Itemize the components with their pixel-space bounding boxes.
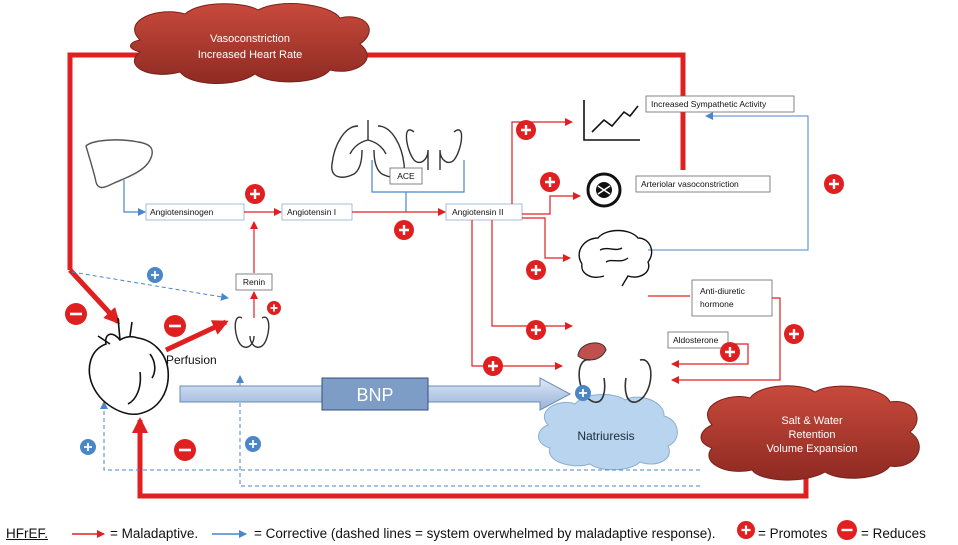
reduces-icon [65, 303, 87, 325]
rising-graph-icon [583, 100, 640, 141]
renin-box [235, 273, 273, 291]
salt-cloud-line-3: Volume Expansion [766, 443, 857, 455]
legend-reduces: = Reduces [861, 526, 926, 541]
promotes-icon [720, 342, 740, 362]
corrective-plus-icon [80, 439, 96, 455]
cloud-label-line-1: Vasoconstriction [210, 33, 290, 45]
arrow-brain-to-sympathetic [648, 112, 809, 251]
bnp-arrow: BNP [179, 377, 572, 411]
kidneys-icon [405, 129, 463, 170]
angiotensin-2-label: Angiotensin II [452, 207, 504, 217]
promotes-icon [394, 220, 414, 240]
salt-cloud-line-1: Salt & Water [781, 415, 843, 427]
dashed-bottom-loop [100, 401, 700, 471]
arrow-ang2-to-brain [522, 217, 571, 262]
arrow-ang2-to-sympathetic [511, 118, 573, 204]
adh-label-line-1: Anti-diuretic [700, 286, 746, 296]
legend-hfref: HFrEF. [6, 526, 48, 541]
bnp-box [321, 377, 429, 411]
perfusion-arrow [164, 319, 229, 353]
arrow-adh-to-kidney [671, 297, 781, 384]
salt-water-cloud: Salt & Water Retention Volume Expansion [700, 385, 920, 481]
arrow-ang2-to-kidney [471, 220, 563, 370]
liver-icon [85, 139, 153, 189]
vasoconstriction-feedback-loop [67, 52, 686, 325]
reduces-icon [174, 439, 196, 461]
perfusion-label: Perfusion [166, 353, 217, 367]
natriuresis-cloud: Natriuresis [538, 394, 678, 471]
dashed-renin-loop [236, 375, 700, 487]
renin-label: Renin [243, 277, 265, 287]
liver-to-angiotensinogen-arrow [123, 180, 146, 216]
natriuresis-label: Natriuresis [577, 429, 634, 443]
corrective-plus-icon [245, 436, 261, 452]
corrective-plus-icon [147, 267, 163, 283]
legend: HFrEF. = Maladaptive. = Corrective (dash… [4, 524, 956, 544]
bnp-label: BNP [356, 385, 393, 405]
aldosterone-label: Aldosterone [673, 335, 719, 345]
arrow-ang2-to-adrenal [491, 220, 573, 330]
promotes-icon [483, 356, 503, 376]
salt-cloud-line-2: Retention [788, 429, 835, 441]
promotes-icon [516, 120, 536, 140]
ace-label: ACE [397, 171, 415, 181]
vasoconstriction-cloud: Vasoconstriction Increased Heart Rate [130, 3, 370, 84]
legend-promotes: = Promotes [758, 526, 828, 541]
vessel-icon [586, 172, 622, 208]
heart-icon [88, 317, 170, 415]
arrow-ang2-to-arteriolar [522, 192, 581, 215]
arteriolar-label: Arteriolar vasoconstriction [641, 179, 739, 189]
legend-promotes-icon [737, 521, 755, 539]
ace-box [389, 167, 423, 185]
legend-corrective: = Corrective (dashed lines = system over… [254, 526, 716, 541]
legend-reduces-icon [837, 520, 857, 540]
sympathetic-box [645, 95, 795, 113]
arteriolar-box [635, 175, 771, 193]
reduces-icon [164, 315, 186, 337]
cloud-label-line-2: Increased Heart Rate [198, 49, 303, 61]
promotes-icon [526, 260, 546, 280]
angiotensinogen-label: Angiotensinogen [150, 207, 214, 217]
kidney-icon [234, 316, 270, 348]
aldosterone-box [667, 331, 729, 349]
legend-maladaptive: = Maladaptive. [110, 526, 199, 541]
promotes-icon [267, 301, 281, 315]
promotes-icon [824, 174, 844, 194]
promotes-icon [540, 172, 560, 192]
arrow-aldosterone-to-kidney [671, 343, 749, 368]
angiotensin-2-box [445, 203, 523, 221]
volume-expansion-feedback-loop [132, 417, 809, 499]
promotes-icon [784, 324, 804, 344]
angiotensin-1-label: Angiotensin I [287, 207, 336, 217]
promotes-icon [245, 184, 265, 204]
ace-bracket [371, 160, 465, 193]
promotes-icon [526, 320, 546, 340]
dashed-heart-to-renin [71, 271, 229, 301]
corrective-plus-icon [575, 385, 591, 401]
sympathetic-label: Increased Sympathetic Activity [651, 99, 767, 109]
brain-icon [578, 229, 653, 287]
adh-label-line-2: hormone [700, 299, 734, 309]
adrenal-kidney-icon [577, 342, 652, 403]
